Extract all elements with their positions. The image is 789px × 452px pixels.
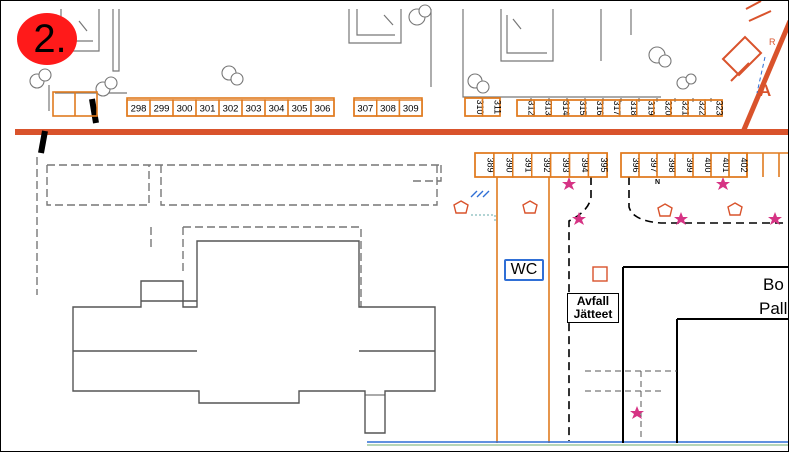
parking-spot-box: [481, 97, 501, 117]
parking-spot-number: 400: [703, 157, 713, 172]
blue-marks: [470, 190, 490, 198]
parking-spot-number: 320: [663, 100, 673, 115]
side-road: [740, 20, 788, 133]
parking-spot-number: 322: [698, 100, 708, 115]
barrier-mark: [89, 98, 99, 124]
parking-spot-number: 393: [561, 157, 571, 172]
parking-spot-number: 305: [292, 104, 308, 115]
parking-spot-number: 304: [269, 104, 285, 115]
parking-spots-row-310: 310 311: [464, 97, 502, 117]
small-mark: N: [655, 179, 661, 186]
parking-spot-number: 319: [646, 100, 656, 115]
site-outline: [36, 157, 442, 307]
parking-spot-number: 308: [380, 104, 396, 115]
parking-spot-number: 391: [523, 157, 533, 172]
parking-spot-number: 315: [578, 100, 588, 115]
small-structure: [721, 35, 763, 82]
map-number-label: 2.: [33, 16, 67, 61]
waste-label-finnish: Jätteet: [573, 307, 613, 321]
parking-spot-number: 323: [715, 100, 725, 115]
waste-point-sign: Avfall Jätteet: [567, 293, 619, 323]
trees: [29, 4, 697, 97]
parking-spot-number: 394: [580, 157, 590, 172]
parking-spots-row-307: 307 308 309: [353, 99, 423, 117]
area-letter: A: [759, 81, 772, 100]
parking-spot-number: 300: [177, 104, 193, 115]
parking-spot-number: 301: [200, 104, 216, 115]
hydrant-icons: [453, 200, 743, 217]
marker-stars: [562, 177, 782, 419]
parking-spot-number: 317: [612, 100, 622, 115]
parking-spot-box: [728, 152, 748, 178]
parking-spot-number: 310: [475, 99, 485, 114]
parking-spot-number: 299: [154, 104, 170, 115]
foot-paths: [496, 177, 550, 443]
lower-building: [72, 240, 436, 434]
building-label-line1: Bo: [763, 275, 784, 294]
parking-spot-number: 307: [357, 104, 373, 115]
parking-spot-box: [398, 99, 423, 117]
parking-spot-number: 318: [629, 100, 639, 115]
parking-spot-number: 390: [504, 157, 514, 172]
parking-spot-number: 309: [403, 104, 419, 115]
parking-spot-number: 395: [599, 157, 609, 172]
parking-spots-row-396: 396 397 398 399 400 401 402: [620, 152, 749, 178]
parking-spot-number: 306: [315, 104, 331, 115]
parking-spot-number: 397: [649, 157, 659, 172]
parking-spot-number: 389: [485, 157, 495, 172]
barrier-mark: [38, 130, 48, 154]
map-number-badge: 2.: [17, 13, 77, 65]
parking-spot-number: 398: [667, 157, 677, 172]
parking-spot-number: 303: [246, 104, 262, 115]
parking-spot-number: 311: [492, 100, 502, 114]
parking-spots-row-312: 312 313 314 315 316 317 318 319 320 321 322 323: [516, 99, 725, 117]
parking-spot-number: 302: [223, 104, 239, 115]
building-label-line2: Pall: [759, 299, 788, 318]
large-building: [622, 266, 788, 443]
parking-spot-number: 402: [739, 157, 749, 172]
parking-spot-box: [310, 99, 335, 117]
small-letter: R: [769, 37, 776, 47]
parking-spot-number: 312: [527, 100, 537, 115]
parking-spot-number: 399: [685, 157, 695, 172]
parking-spot-box: [704, 99, 723, 117]
parking-spot-box: [587, 152, 609, 178]
wc-sign: WC: [504, 259, 544, 281]
waste-label-swedish: Avfall: [576, 294, 610, 308]
parking-spot-number: 298: [131, 104, 147, 115]
parking-spot-number: 396: [631, 157, 641, 172]
parking-spot-number: 316: [595, 100, 605, 115]
parking-spots-row-298: 298 299 300 301 302 303 304 305 306: [126, 99, 335, 117]
parking-spot-number: 321: [680, 100, 690, 115]
top-buildings: [48, 9, 661, 111]
road-edges: [568, 177, 788, 441]
parking-spot-number: 314: [561, 100, 571, 115]
parking-spot-number: 392: [542, 157, 552, 172]
parking-spot-number: 401: [721, 157, 731, 172]
container-icon: [592, 266, 608, 282]
parking-spot-number: 313: [544, 100, 554, 115]
parking-spots-row-389: 389 390 391 392 393 394 395: [474, 152, 609, 178]
